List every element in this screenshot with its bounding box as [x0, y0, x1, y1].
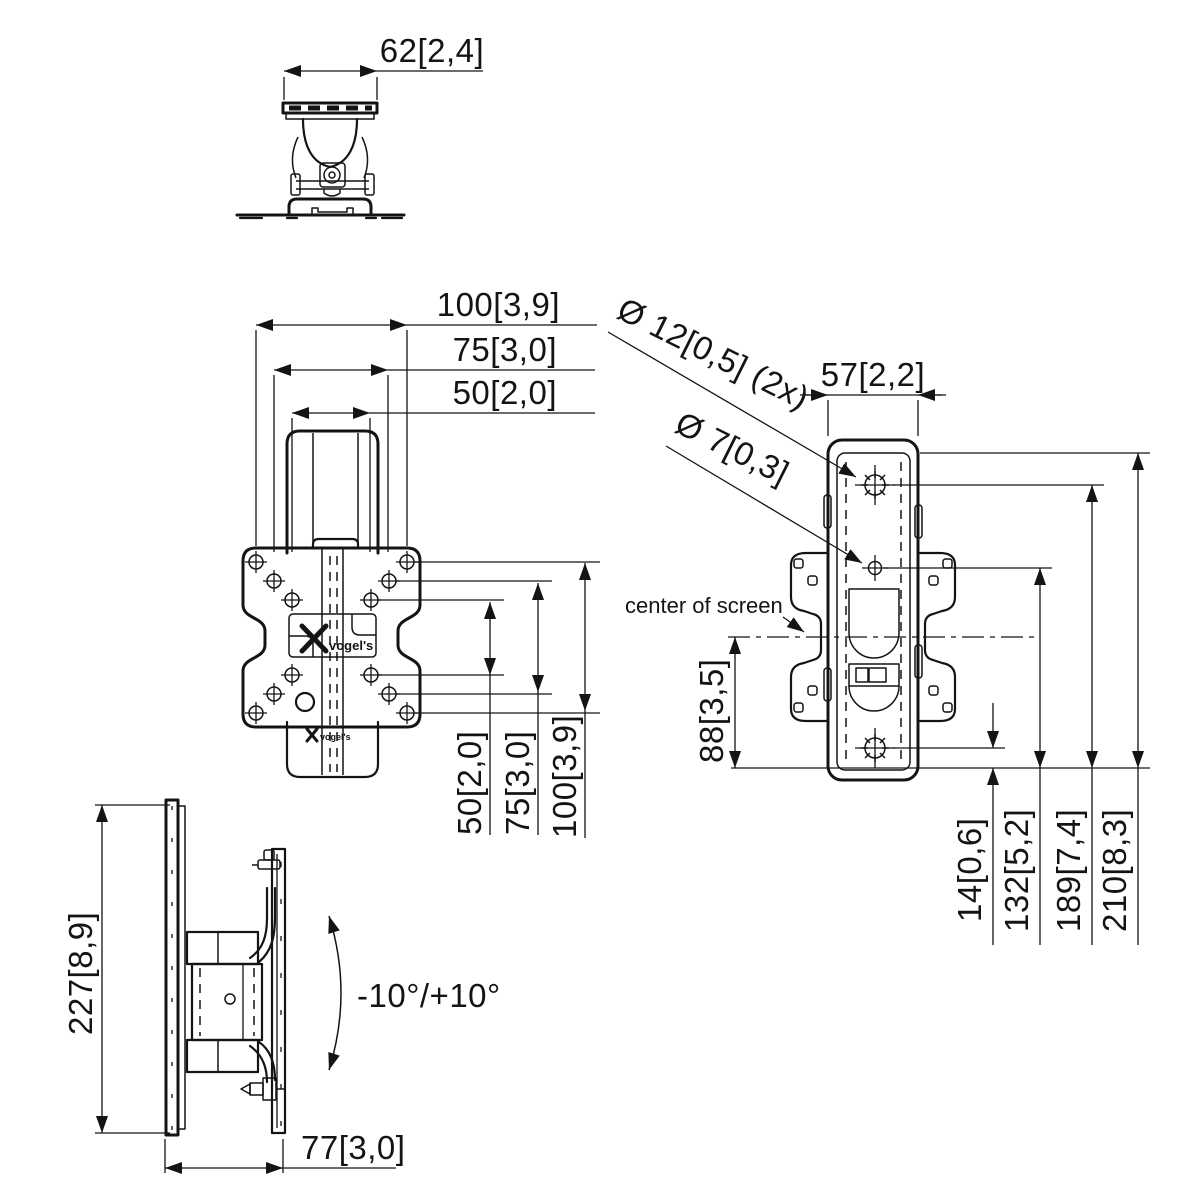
dim-label-small-hole-height: 132[5,2]: [998, 809, 1035, 932]
gear-hole-top: [855, 465, 895, 505]
dim-88: 88[3,5]: [693, 637, 741, 768]
dim-227: 227[8,9]: [62, 804, 170, 1134]
cup-right-ear: [361, 136, 369, 179]
base-notch: [311, 207, 354, 215]
dim-label-screen-height: 227[8,9]: [62, 912, 99, 1035]
vesa-hole: [396, 702, 418, 724]
screen-panel-back: [177, 805, 186, 1130]
gear-hole-bottom: [855, 728, 895, 768]
body-edge-notch: [914, 644, 923, 679]
top-view: 62[2,4]: [235, 32, 484, 220]
clamp-lever-left: [855, 667, 869, 683]
dim-57: 57[2,2]: [800, 356, 946, 436]
front-dims-right: 50[2,0] 75[3,0] 100[3,9]: [378, 561, 600, 838]
arch-cutout-lower: [848, 685, 900, 712]
top-view-drawing: [235, 101, 406, 220]
dim-label-vesa-height-75: 75[3,0]: [499, 731, 536, 835]
brand-logo: vogel's: [299, 623, 373, 654]
plate-top-tab: [311, 537, 360, 550]
hook-arm-bottom-inner: [257, 1040, 277, 1082]
pivot-screw: [224, 993, 236, 1005]
dim-label-vesa-width-100: 100[3,9]: [437, 286, 560, 323]
front-dims-top: 100[3,9] 75[3,0] 50[2,0]: [255, 286, 597, 552]
dim-label-depth: 77[3,0]: [301, 1129, 405, 1166]
dim-label-vesa-width-50: 50[2,0]: [453, 374, 557, 411]
clamp-tab: [323, 189, 341, 197]
top-screw-head: [263, 849, 275, 861]
arch-cutout-upper: [848, 588, 900, 659]
bracket-assembly: [185, 849, 285, 1101]
pivot-box: [190, 962, 264, 1042]
dim-label-body-width: 57[2,2]: [821, 356, 925, 393]
clamp-left-hook: [290, 173, 301, 196]
vesa-hole: [263, 570, 285, 592]
ball-joint-cup: [301, 117, 359, 169]
upper-arm: [185, 930, 260, 966]
vesa-hole: [245, 551, 267, 573]
mount-top-flange: [285, 112, 375, 120]
leader-hole-small: Ø 7[0,3]: [665, 404, 863, 564]
front-view: 100[3,9] 75[3,0] 50[2,0] vogel's vogel: [241, 286, 600, 838]
dim-label-center-to-bottom: 88[3,5]: [693, 659, 730, 763]
dim-label-hole-to-bottom: 14[0,6]: [951, 818, 988, 922]
screw-hole-small: [862, 555, 888, 581]
cup-left-ear: [291, 136, 299, 179]
arm-cover-top: [285, 429, 380, 555]
dim-label-top-width: 62[2,4]: [380, 32, 484, 69]
swivel-screw-center: [328, 171, 336, 179]
wing-holes: [793, 558, 953, 713]
center-of-screen-label: center of screen: [625, 593, 783, 618]
right-view-dims: 14[0,6] 132[5,2] 189[7,4] 210[8,3]: [731, 452, 1150, 945]
body-edge-notch: [823, 494, 832, 529]
swivel-screw: [323, 166, 341, 184]
clamp-lever-right: [868, 667, 887, 683]
arm-cover-bottom: [285, 720, 380, 779]
tilt-knob-neck: [249, 1082, 264, 1096]
hook-arm-top: [248, 886, 269, 960]
plate-bottom-hole: [294, 691, 316, 713]
brand-logo-small-text: vogel's: [320, 732, 351, 742]
vesa-adapter-plate: [241, 546, 422, 729]
vesa-hole: [245, 702, 267, 724]
vesa-hole: [281, 589, 303, 611]
hook-arm-top-inner: [257, 886, 277, 964]
dim-label-hole-7mm: Ø 7[0,3]: [670, 404, 795, 491]
brand-logo-text: vogel's: [329, 638, 373, 653]
dim-label-hole-12mm: Ø 12[0,5] (2x): [612, 290, 815, 416]
dim-label-total-height: 210[8,3]: [1096, 809, 1133, 932]
dim-label-vesa-height-50: 50[2,0]: [451, 731, 488, 835]
dim-label-vesa-height-100: 100[3,9]: [546, 715, 583, 838]
top-view-dim-62: 62[2,4]: [283, 32, 484, 100]
body-edge-notch: [914, 504, 923, 539]
mount-body-inner: [836, 452, 911, 771]
dim-label-large-hole-height: 189[7,4]: [1050, 809, 1087, 932]
dim-77: 77[3,0]: [164, 1129, 405, 1174]
left-side-view: 227[8,9] -10°/+10° 77[3,0]: [62, 798, 501, 1174]
tilt-knob-tip: [240, 1083, 251, 1095]
tilt-arc: [328, 915, 342, 1071]
vesa-hole: [263, 683, 285, 705]
vesa-holes: [245, 551, 418, 724]
mount-body-outline: [826, 438, 920, 782]
clamp-housing: [848, 663, 900, 687]
vesa-hole: [281, 664, 303, 686]
swivel-block: [319, 162, 346, 188]
right-side-view: 57[2,2] Ø 12[0,5] (2x) Ø 7[0,3]: [607, 290, 1150, 945]
mount-base: [287, 197, 373, 217]
hook-slot-upper: [351, 614, 376, 636]
tilt-range-label: -10°/+10°: [357, 977, 501, 1014]
lower-arm: [185, 1038, 260, 1074]
center-of-screen: center of screen: [625, 593, 1037, 638]
tilt-knob: [262, 1077, 277, 1101]
tilt-indicator: -10°/+10°: [328, 915, 501, 1071]
clamp-right-hook: [364, 173, 375, 196]
brand-logo-small: vogel's: [305, 727, 351, 743]
vesa-hole: [396, 551, 418, 573]
body-edge-notch: [823, 667, 832, 702]
vesa-plate-edge: [270, 847, 287, 1135]
dim-label-vesa-width-75: 75[3,0]: [453, 331, 557, 368]
